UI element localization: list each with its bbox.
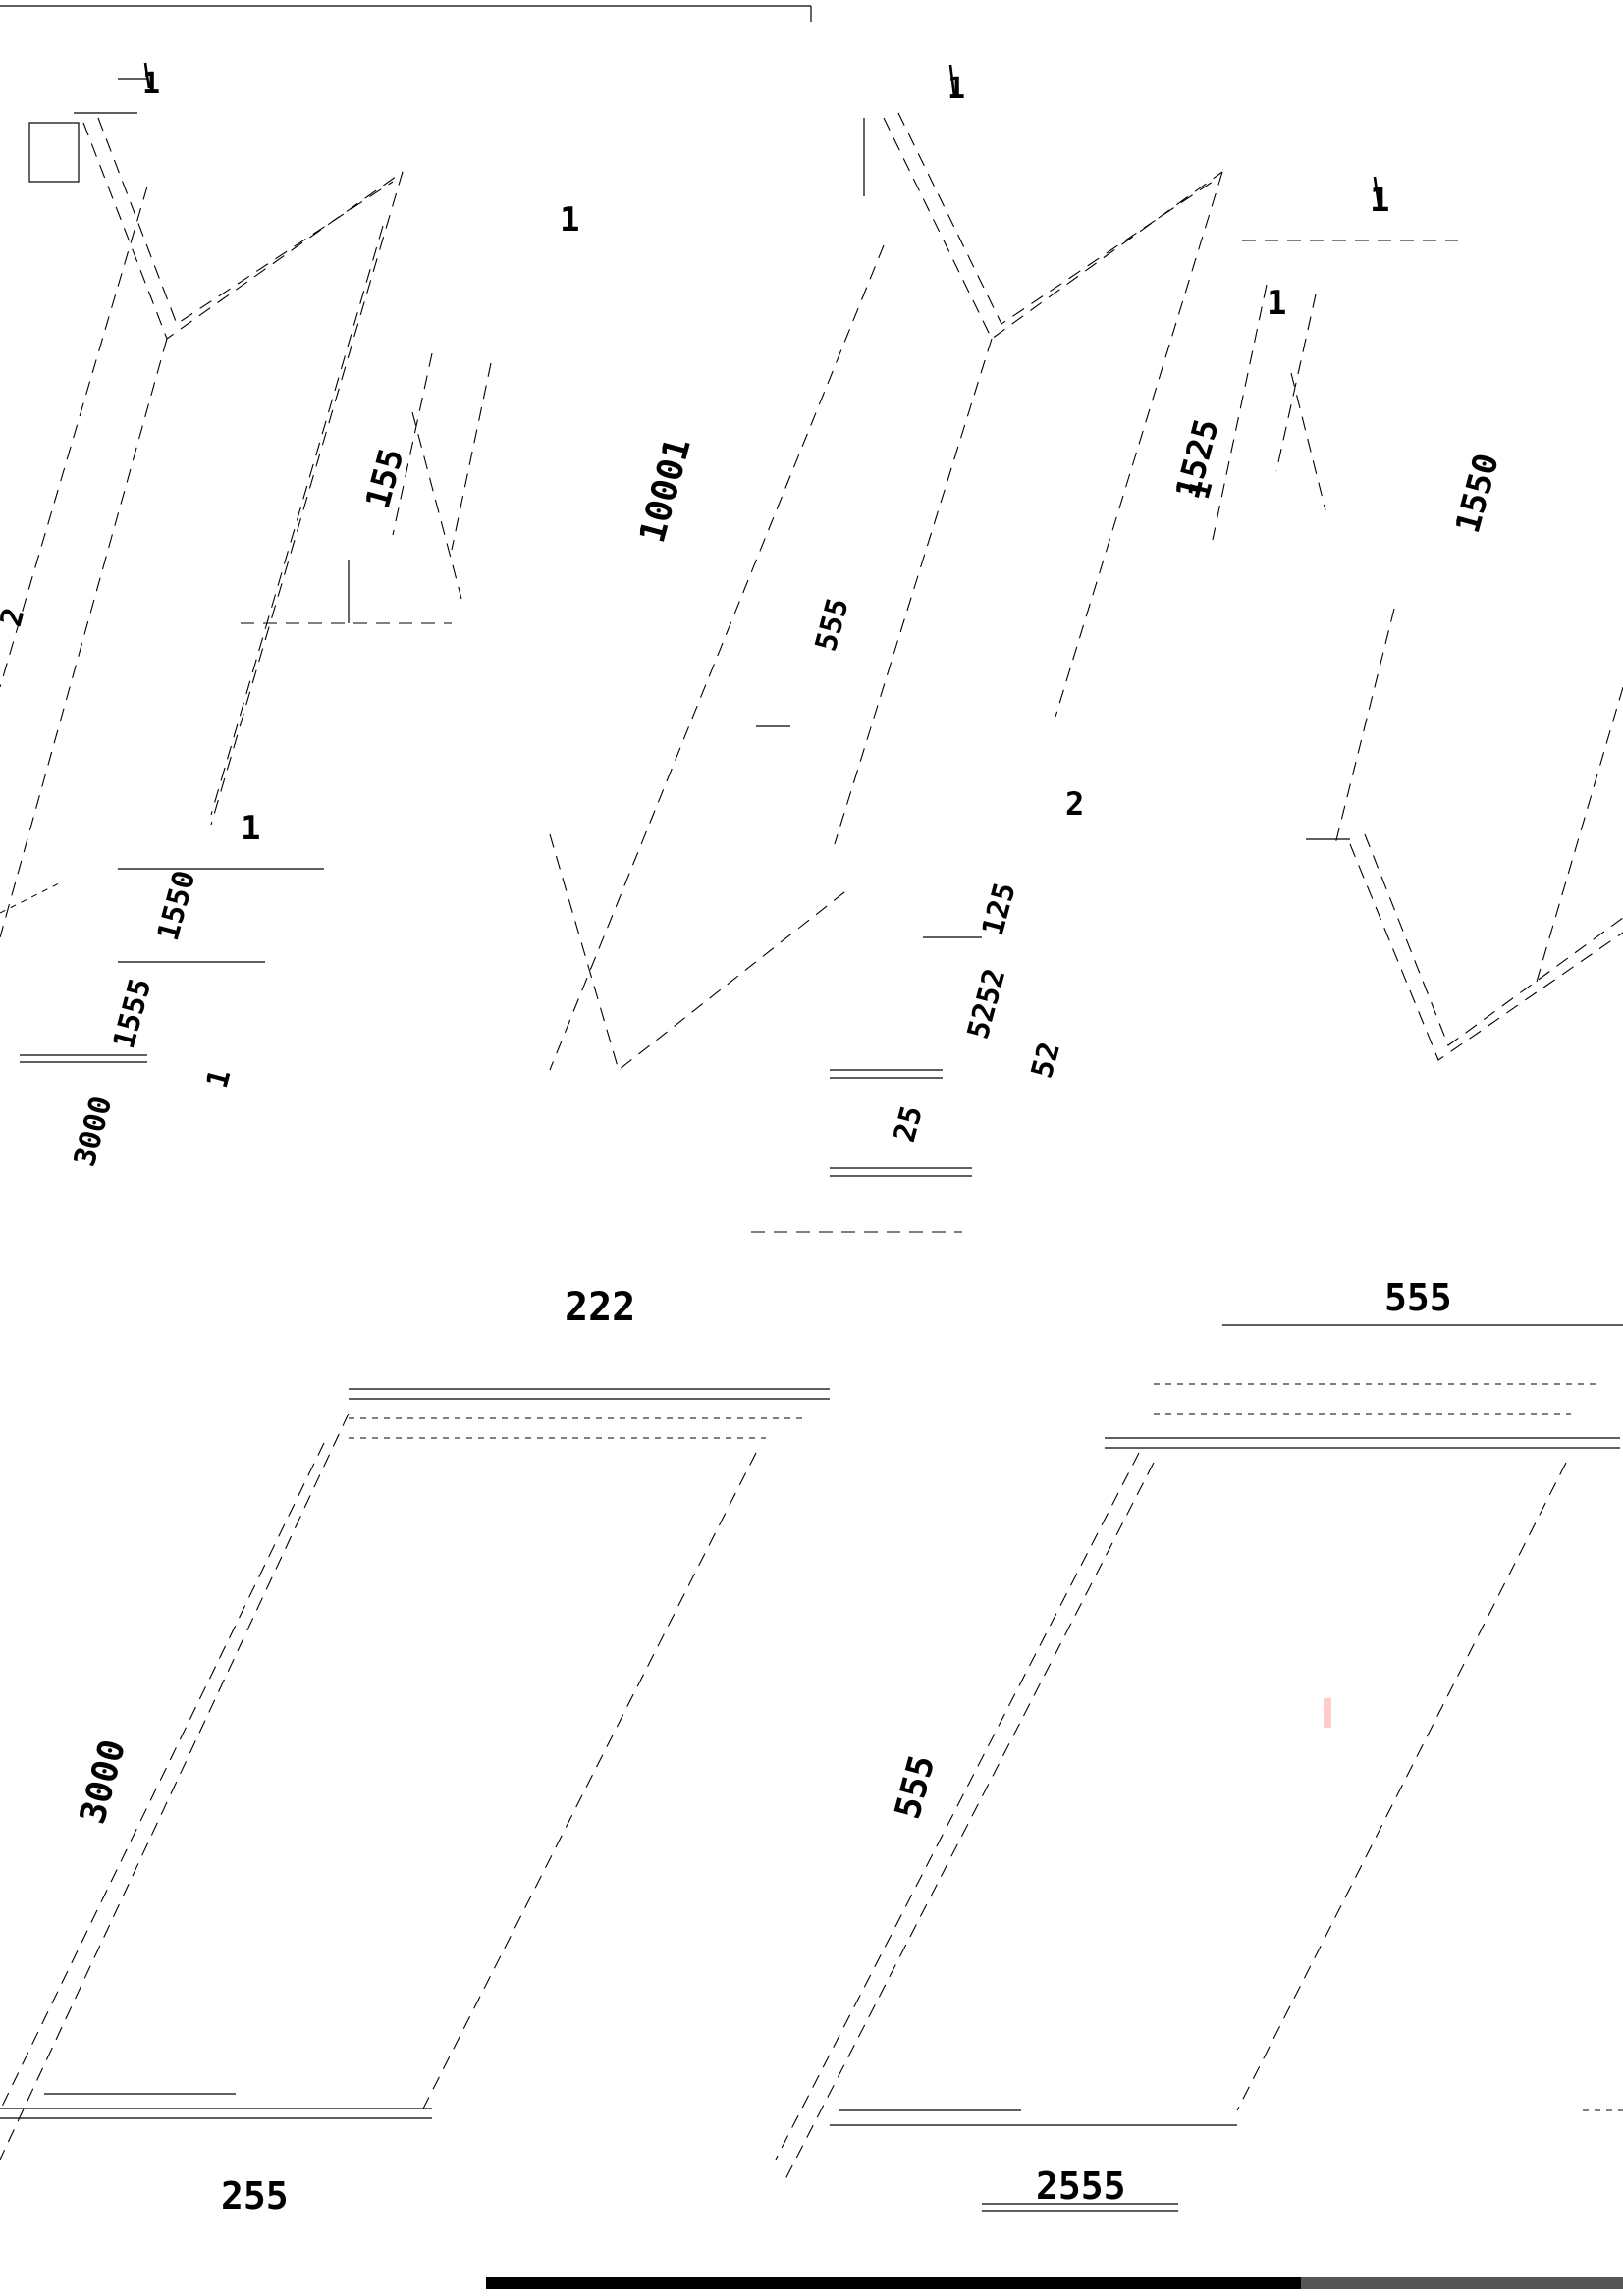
sheet-frame	[0, 5, 1623, 2289]
dim-upper-left-mid: 555	[809, 595, 856, 655]
dim-upper-right: 1	[1267, 284, 1286, 323]
gable-elevation-left	[0, 62, 404, 938]
dim-block-left: 155	[358, 445, 412, 513]
dim-mid-center-a: 2	[1065, 785, 1084, 823]
dim-side-left: 2	[0, 605, 31, 631]
dim-slab-right: 555	[1384, 1276, 1452, 1319]
dimension-labels: 1 1 1 1 155 10001 1550 1525 555 2 1 1550…	[0, 67, 1507, 2217]
red-mark	[1324, 1698, 1331, 1728]
dim-long-center: 10001	[632, 434, 699, 547]
detail-section-left	[20, 352, 492, 1063]
dim-mid-left-b: 1	[200, 1066, 238, 1093]
detail-section-center	[751, 725, 1350, 1233]
dim-mid-center-c: 125	[976, 880, 1023, 939]
dim-mid-center-d: 5252	[961, 965, 1013, 1042]
dim-top-right-a: 1	[560, 200, 579, 240]
dim-wall-left: 3000	[73, 1735, 134, 1828]
dim-mid-left-e: 1555	[107, 975, 159, 1052]
dim-base-right: 2555	[1036, 2164, 1126, 2208]
wall-section-right	[775, 1324, 1623, 2212]
dim-slab-left: 222	[565, 1285, 635, 1330]
dim-long-right: 1550	[1448, 450, 1507, 537]
dim-base-left: 255	[221, 2174, 289, 2217]
dim-mid-left-c: 1550	[151, 867, 203, 944]
wall-section-left	[0, 1388, 830, 2161]
gable-elevation-center	[549, 64, 1223, 1071]
dim-ridge-right: 1	[947, 72, 965, 106]
dim-top-right-b: 1	[1370, 181, 1389, 220]
dim-mid-left-a: 1	[241, 809, 260, 848]
dim-mid-left-low: 3000	[68, 1093, 120, 1170]
dim-wall-right: 555	[888, 1751, 943, 1823]
dim-mid-center-f: 52	[1025, 1039, 1067, 1082]
frame-section-right	[1212, 176, 1623, 1061]
dim-ridge-left: 1	[142, 67, 160, 101]
dim-mid-center-g: 25	[888, 1102, 930, 1146]
